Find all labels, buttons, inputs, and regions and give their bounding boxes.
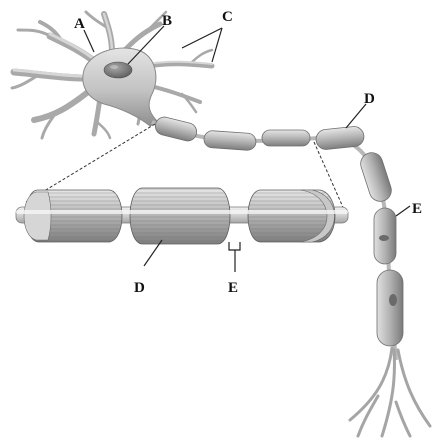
label-d-top: D — [364, 91, 375, 107]
label-e-right: E — [412, 201, 422, 217]
enlarged-sheath-left — [24, 190, 122, 242]
label-e-bottom: E — [228, 280, 238, 296]
enlarged-sheath-right — [248, 190, 335, 242]
label-b: B — [162, 13, 172, 29]
myelin-segments-top — [153, 115, 364, 151]
cell-body-group — [12, 12, 212, 138]
soma — [83, 48, 158, 126]
nucleus — [104, 62, 132, 78]
enlarged-axon-section — [16, 188, 348, 244]
axon-terminals — [350, 348, 430, 436]
label-d-bottom: D — [134, 280, 145, 296]
label-a: A — [74, 16, 85, 32]
axon-group — [152, 115, 430, 436]
myelin-segments-right — [358, 150, 403, 346]
label-c: C — [222, 9, 233, 25]
enlarged-sheath-middle — [130, 188, 230, 244]
